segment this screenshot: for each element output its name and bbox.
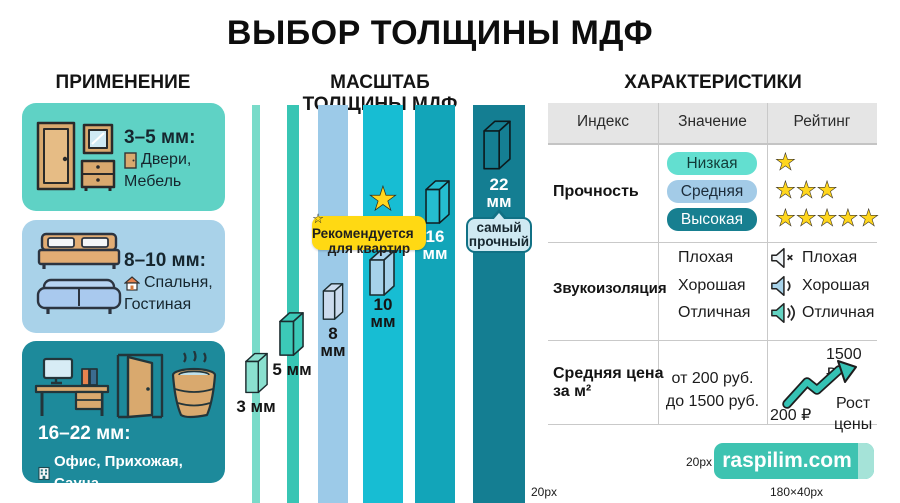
table-header	[548, 103, 877, 143]
office-desk-icon	[34, 357, 110, 416]
row-divider	[548, 340, 877, 341]
bed-sofa-icon	[36, 232, 122, 314]
sound-value: Плохая	[678, 249, 734, 266]
sound-rating: Плохая	[770, 246, 857, 270]
scale-bar-22mm	[473, 105, 525, 503]
scale-bar-10mm	[363, 105, 403, 503]
annotation-gap-left: 20px	[531, 485, 558, 499]
row-label-price: Средняя цена за м²	[553, 365, 664, 400]
thickness-range: 16–22 мм:	[38, 423, 131, 444]
column-header-value: Значение	[678, 113, 747, 130]
scale-bar-3mm	[252, 105, 260, 503]
price-growth-caption: Рост цены	[834, 395, 873, 433]
value-pill-low: Низкая	[667, 152, 757, 175]
star-rating-3: ★★★	[775, 178, 839, 202]
website-badge[interactable]: raspilim.com	[714, 443, 874, 479]
card-16-22mm: 16–22 мм: Офис, Прихожая, Сауна	[22, 341, 225, 492]
column-header-index: Индекс	[576, 113, 630, 130]
page-title: ВЫБОР ТОЛЩИНЫ МДФ	[226, 14, 654, 52]
mdf-panel-icon	[369, 250, 395, 296]
door-mirror-dresser-icon	[36, 121, 116, 191]
house-mini-icon	[124, 275, 140, 291]
price-range: от 200 руб. до 1500 руб.	[665, 370, 760, 410]
row-divider	[548, 242, 877, 243]
sound-value: Хорошая	[678, 277, 746, 294]
mdf-panel-icon	[483, 120, 511, 170]
star-outline-icon: ☆	[312, 210, 325, 226]
card-8-10mm: 8–10 мм: Спальня, Гостиная	[22, 220, 225, 333]
sound-rating: Хорошая	[770, 274, 870, 298]
star-rating-5: ★★★★★	[775, 206, 881, 230]
mdf-panel-icon	[279, 312, 304, 356]
sauna-bucket-icon	[171, 351, 217, 419]
office-building-mini-icon	[38, 466, 50, 480]
mdf-panel-icon	[425, 180, 450, 224]
bar-label-3mm: 3 мм	[236, 397, 276, 416]
usage-line: Двери,	[141, 151, 192, 168]
card-16-22mm-text: 16–22 мм: Офис, Прихожая, Сауна	[38, 423, 218, 495]
star-icon: ★	[369, 183, 397, 216]
row-divider	[548, 143, 877, 145]
usage-line: Гостиная	[124, 296, 192, 313]
website-url: raspilim.com	[722, 449, 852, 472]
section-title-applications: ПРИМЕНЕНИЕ	[55, 72, 191, 93]
section-title-characteristics: ХАРАКТЕРИСТИКИ	[624, 72, 802, 93]
strongest-tooltip: самый прочный	[466, 209, 532, 253]
card-8-10mm-text: 8–10 мм: Спальня, Гостиная	[124, 250, 220, 316]
annotation-badge-size: 180×40px	[770, 485, 824, 499]
bar-label-5mm: 5 мм	[272, 360, 312, 379]
usage-line: Мебель	[124, 173, 182, 190]
recommended-badge: ☆ Рекомендуется для квартир	[312, 211, 426, 256]
sound-value: Отличная	[678, 304, 751, 321]
characteristics-table: Индекс Значение Рейтинг Прочность Низкая…	[548, 103, 881, 433]
card-3-5mm: 3–5 мм: Двери, Мебель	[22, 103, 225, 211]
card-3-5mm-text: 3–5 мм: Двери, Мебель	[124, 127, 220, 193]
badge-tail	[858, 443, 874, 479]
value-pill-high: Высокая	[667, 208, 757, 231]
sound-rating: Отличная	[770, 301, 874, 325]
scale-bar-5mm	[287, 105, 299, 503]
scale-bar-16mm	[415, 105, 455, 503]
row-divider	[548, 424, 877, 425]
column-header-rating: Рейтинг	[793, 113, 851, 130]
usage-line: Спальня,	[144, 274, 213, 291]
value-pill-mid: Средняя	[667, 180, 757, 203]
column-divider	[767, 103, 768, 425]
thickness-range: 3–5 мм:	[124, 127, 196, 148]
mdf-panel-icon	[245, 352, 268, 394]
mdf-panel-icon	[322, 283, 344, 320]
speaker-low-icon	[771, 275, 791, 297]
price-growth-arrow-icon	[782, 360, 857, 409]
annotation-gap-badge: 20px	[686, 455, 713, 469]
row-label-strength: Прочность	[553, 183, 639, 200]
open-door-icon	[116, 353, 164, 419]
price-low: 200 ₽	[770, 407, 812, 424]
column-divider	[658, 103, 659, 425]
row-label-sound: Звукоизоляция	[553, 280, 667, 297]
speaker-high-icon	[771, 302, 795, 324]
speaker-muted-icon	[771, 247, 793, 269]
thickness-range: 8–10 мм:	[124, 250, 206, 271]
star-rating-1: ★	[775, 150, 797, 174]
usage-line: Офис, Прихожая, Сауна	[53, 453, 183, 492]
door-mini-icon	[124, 151, 137, 169]
